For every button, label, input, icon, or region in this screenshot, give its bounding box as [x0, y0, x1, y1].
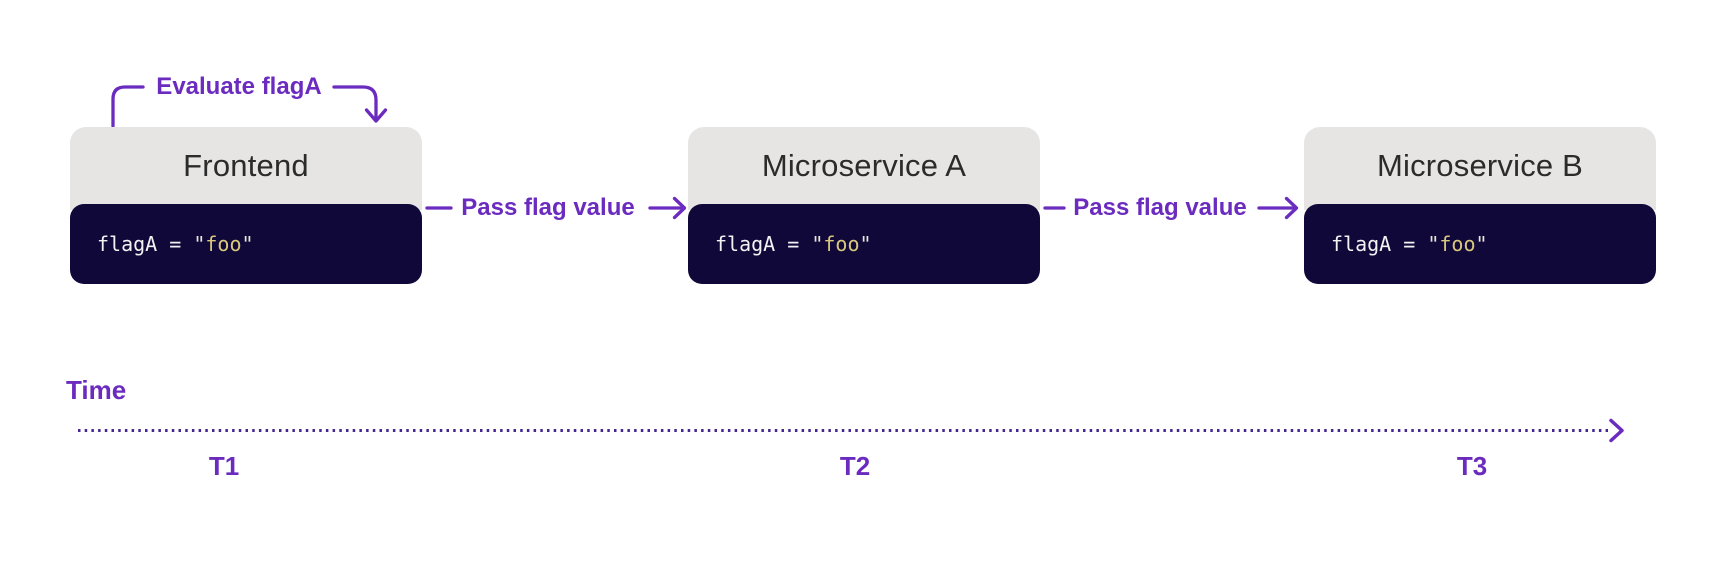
- evaluate-bracket-left: [111, 85, 145, 128]
- code-open-quote: ": [193, 232, 206, 256]
- code-string-value: foo: [823, 232, 860, 256]
- code-block: flagA = "foo": [1304, 204, 1656, 284]
- timeline-tick-t3: T3: [1456, 451, 1488, 481]
- code-lhs: flagA =: [715, 232, 812, 256]
- evaluate-flag-label: Evaluate flagA: [156, 73, 322, 100]
- code-string-value: foo: [1439, 232, 1476, 256]
- code-lhs: flagA =: [1331, 232, 1428, 256]
- node-title: Microservice B: [1376, 148, 1584, 183]
- code-open-quote: ": [1427, 232, 1440, 256]
- code-lhs: flagA =: [97, 232, 194, 256]
- code-open-quote: ": [811, 232, 824, 256]
- pass-flag-value-label-1: Pass flag value: [461, 194, 635, 221]
- node-title: Microservice A: [761, 148, 967, 183]
- code-close-quote: ": [859, 232, 872, 256]
- node-header: Frontend: [70, 127, 422, 210]
- node-header: Microservice A: [688, 127, 1040, 210]
- service-node-microservice-b: Microservice B flagA = "foo": [1304, 127, 1656, 284]
- connector2-arrowhead-icon: [1284, 196, 1299, 220]
- timeline-label: Time: [66, 375, 127, 405]
- pass-flag-value-label-2: Pass flag value: [1073, 194, 1247, 221]
- timeline-tick-t2: T2: [839, 451, 871, 481]
- node-title: Frontend: [183, 148, 309, 183]
- connector1-arrowhead-icon: [672, 196, 687, 220]
- evaluate-bracket-right: [332, 85, 378, 121]
- code-block: flagA = "foo": [688, 204, 1040, 284]
- code-close-quote: ": [1475, 232, 1488, 256]
- code-block: flagA = "foo": [70, 204, 422, 284]
- node-header: Microservice B: [1304, 127, 1656, 210]
- timeline-tick-t1: T1: [208, 451, 240, 481]
- code-string-value: foo: [205, 232, 242, 256]
- evaluate-arrowhead-icon: [364, 108, 388, 123]
- service-node-frontend: Frontend flagA = "foo": [70, 127, 422, 284]
- code-close-quote: ": [241, 232, 254, 256]
- service-node-microservice-a: Microservice A flagA = "foo": [688, 127, 1040, 284]
- timeline-arrowhead-icon: [1609, 418, 1624, 443]
